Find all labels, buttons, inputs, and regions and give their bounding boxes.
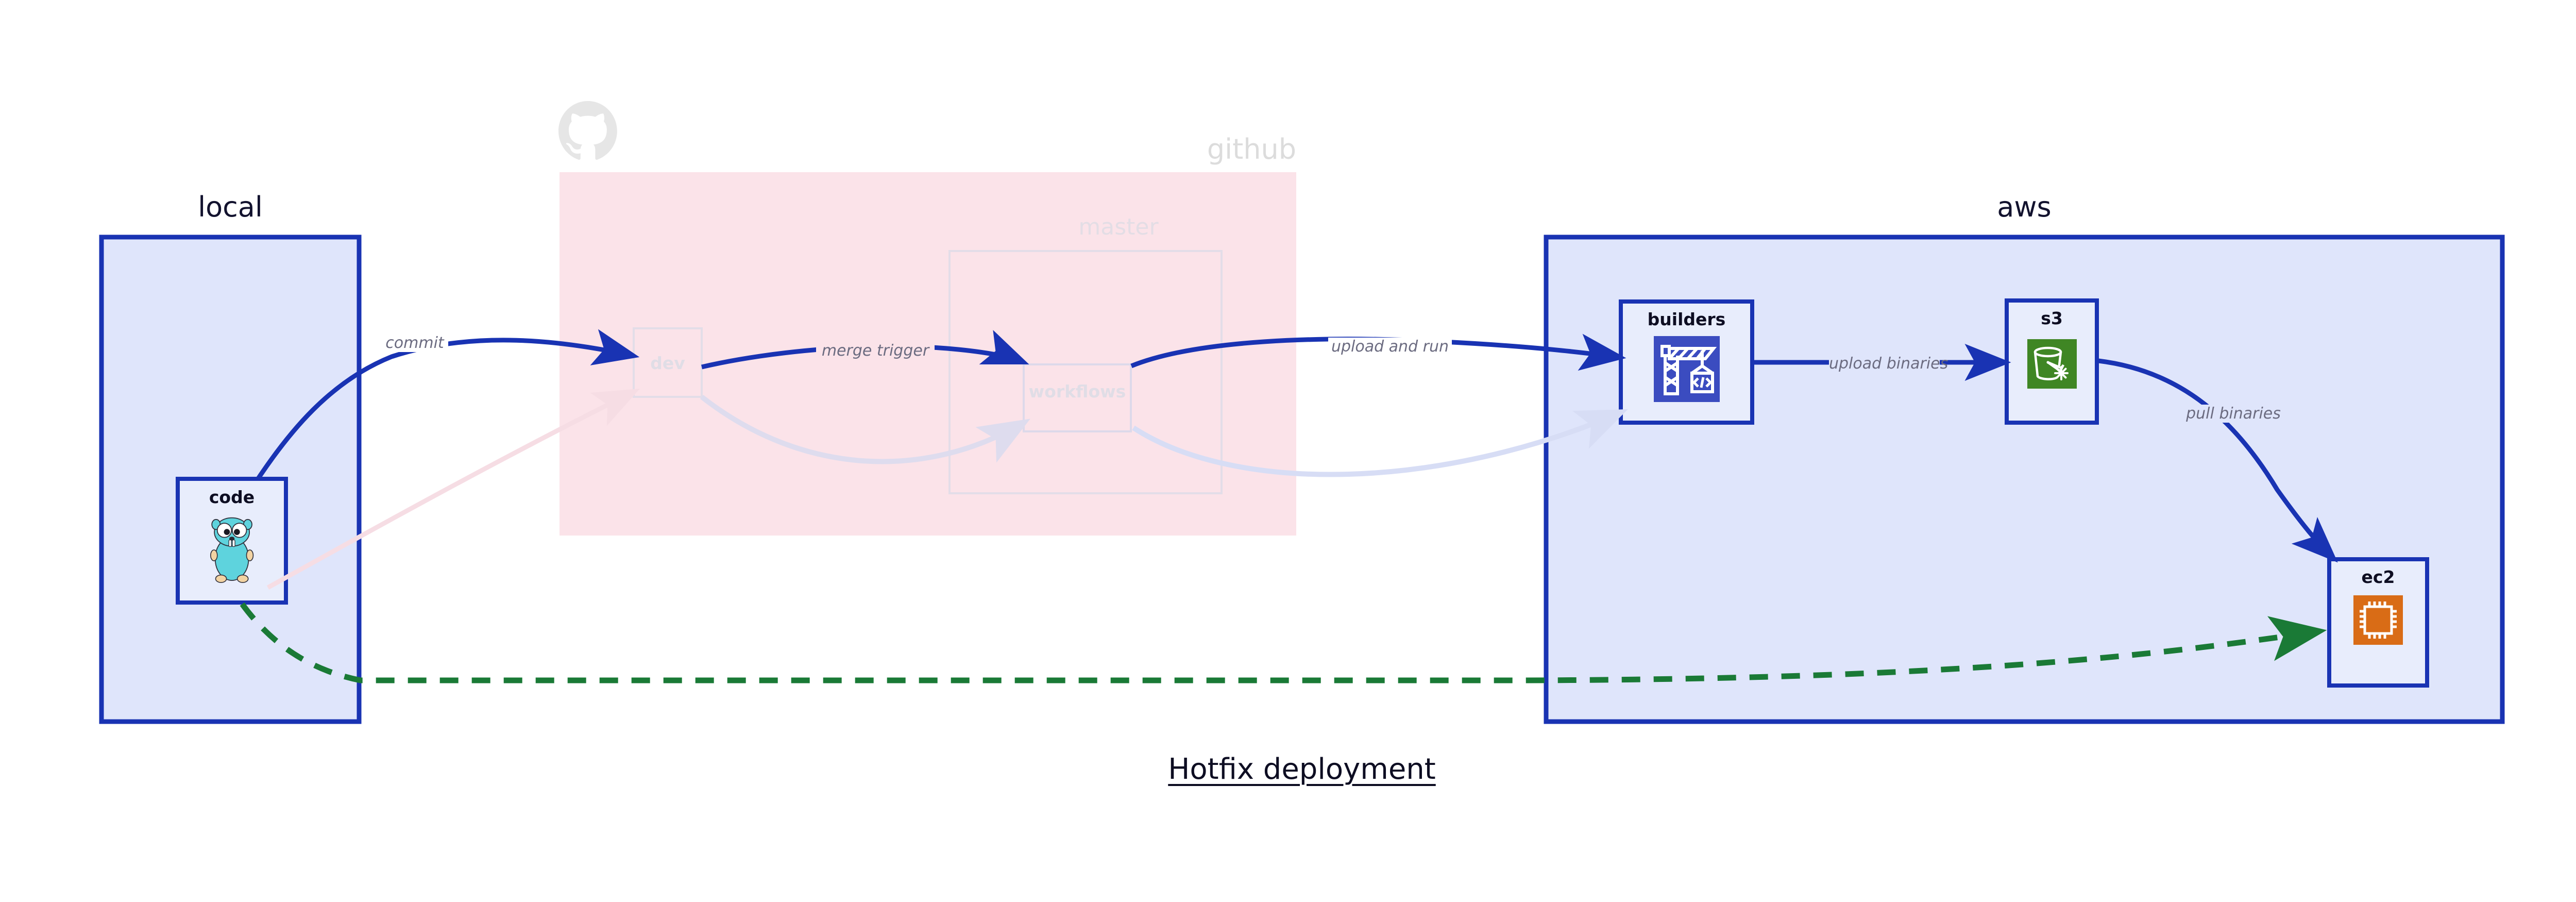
edge-label-commit: commit	[381, 334, 448, 352]
subcluster-label-master: master	[1078, 214, 1159, 240]
edge-label-merge-trigger: merge trigger	[816, 342, 935, 360]
edge-code-dev	[256, 329, 640, 481]
aws-ec2-chip-icon	[2353, 595, 2403, 645]
node-label-workflows: workflows	[1028, 381, 1126, 402]
edge-workflows-builders-faded	[1132, 409, 1628, 477]
edge-code-ec2-dashed	[240, 602, 2327, 683]
aws-builder-crane-icon	[1654, 336, 1720, 402]
edge-code-dev-faded	[266, 388, 640, 590]
cluster-label-aws: aws	[1997, 191, 2052, 223]
cluster-label-local: local	[198, 191, 263, 223]
node-label-dev: dev	[650, 353, 685, 373]
edge-label-upload-and-run: upload and run	[1328, 338, 1452, 356]
cluster-label-github: github	[1207, 133, 1296, 165]
edge-label-pull-binaries: pull binaries	[2184, 405, 2282, 423]
subcluster-master	[948, 250, 1223, 494]
github-octocat-icon	[558, 101, 617, 160]
edge-dev-workflows-faded	[700, 395, 1030, 464]
go-gopher-icon	[210, 517, 254, 583]
edge-label-upload-binaries: upload binaries	[1829, 355, 1948, 373]
node-label-builders: builders	[1647, 309, 1726, 329]
aws-s3-bucket-icon	[2027, 339, 2077, 389]
node-box-workflows[interactable]	[1023, 363, 1132, 432]
node-label-code: code	[209, 487, 255, 507]
edge-s3-ec2	[2098, 358, 2338, 563]
node-label-ec2: ec2	[2361, 567, 2395, 587]
node-label-s3: s3	[2041, 308, 2063, 328]
diagram-title: Hotfix deployment	[1168, 753, 1436, 786]
